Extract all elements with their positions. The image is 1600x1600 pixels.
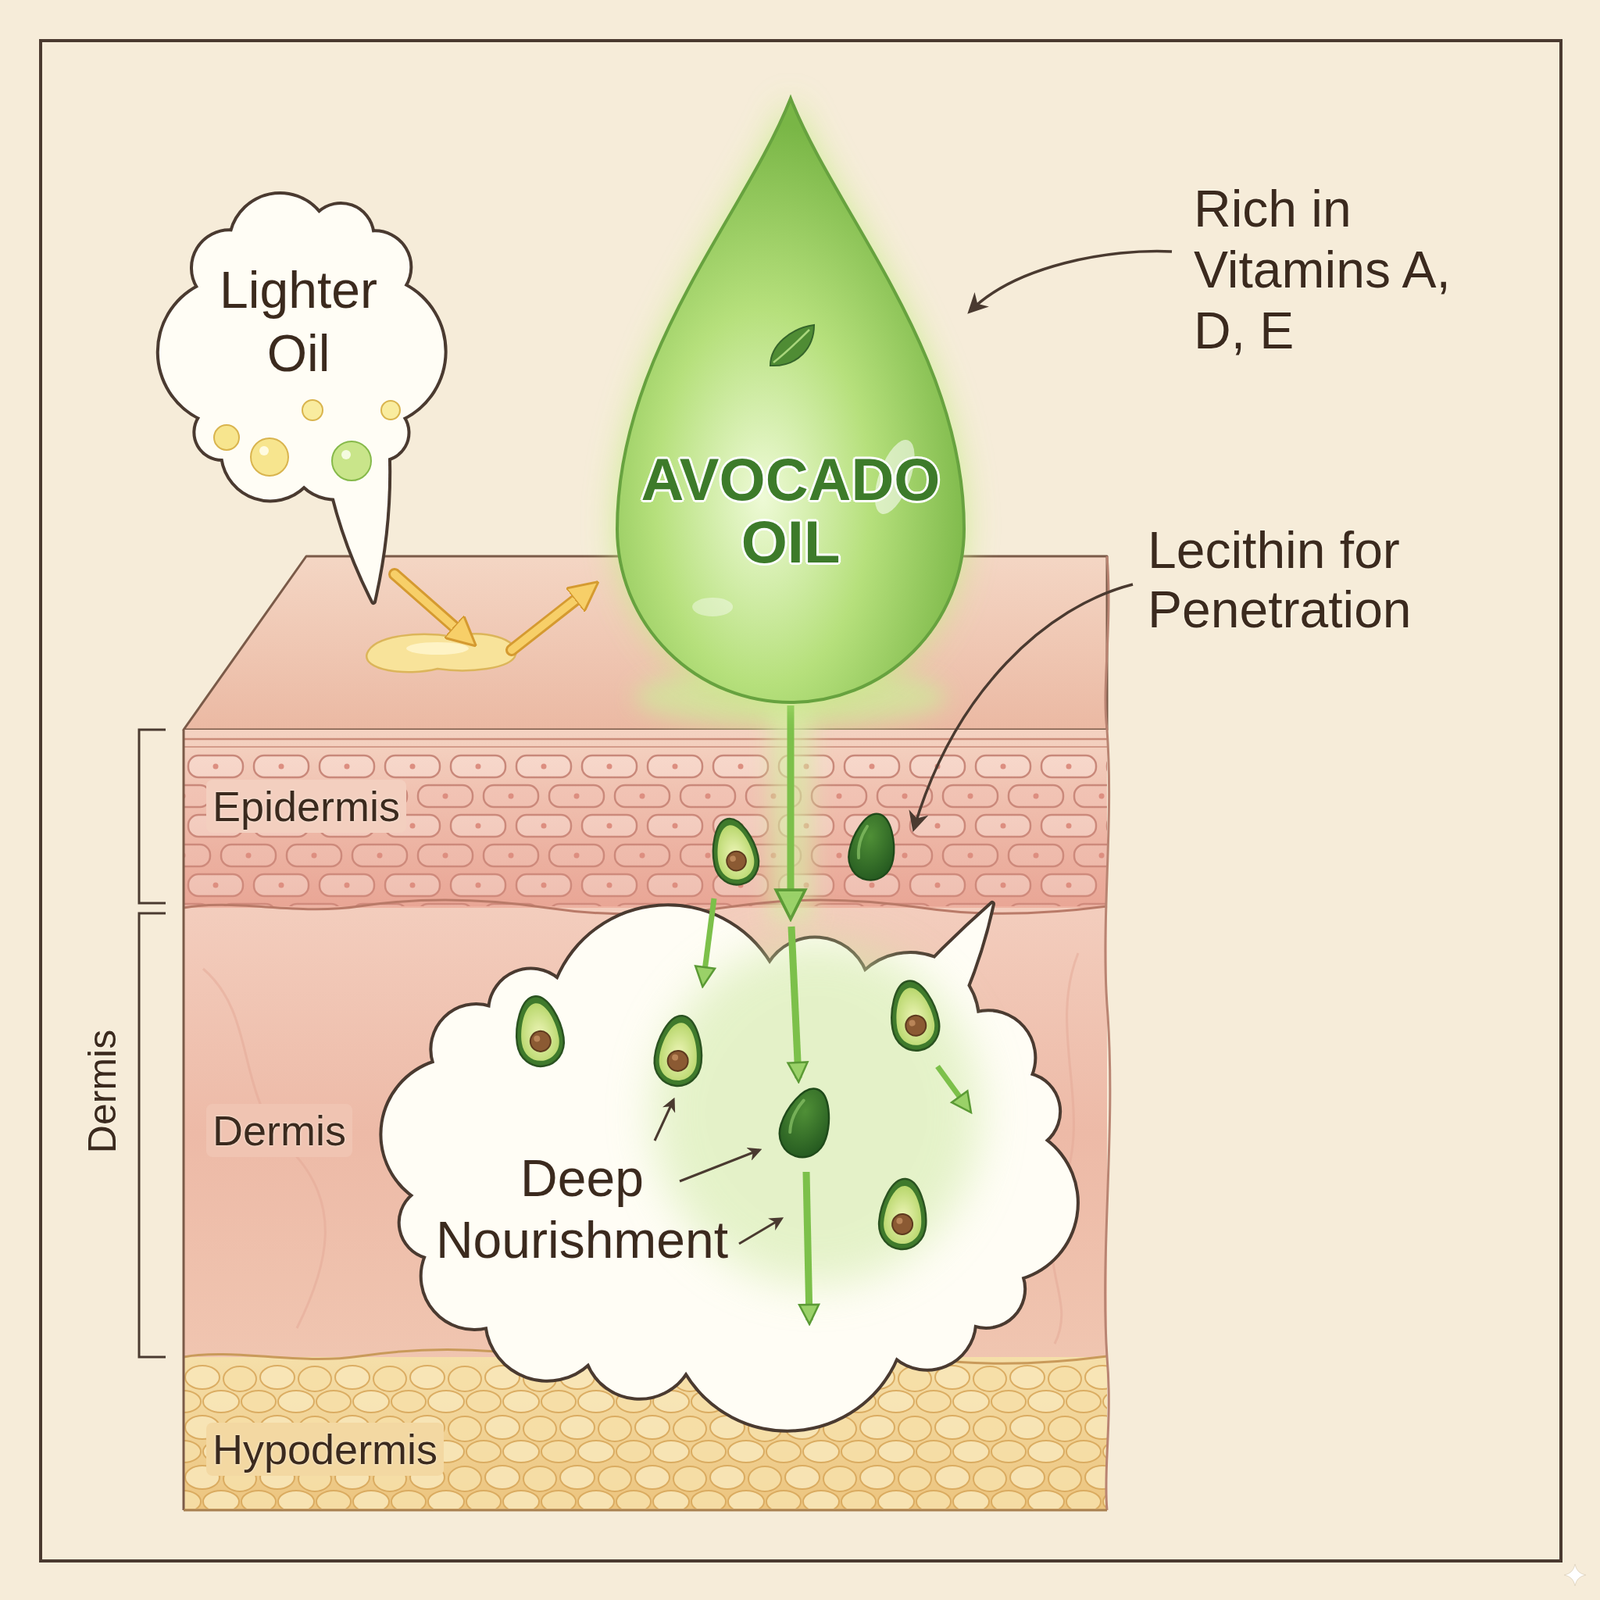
node-label: Lighter Oil <box>200 258 397 386</box>
flow-arrow <box>787 705 795 914</box>
node-label: Epidermis <box>206 779 407 834</box>
droplet-shape <box>601 96 980 704</box>
hypodermis-layer: Hypodermis <box>183 1357 1108 1511</box>
node-label: AVOCADO OIL <box>618 448 963 574</box>
callout-label: Lecithin for Penetration <box>1147 521 1492 640</box>
dermis-layer: DermisDeep Nourishment <box>183 907 1108 1358</box>
thought-cloud: Lighter Oil <box>153 173 450 525</box>
bracket-label: Dermis <box>78 1029 126 1154</box>
node-label: Dermis <box>206 1103 353 1158</box>
node-label: Deep Nourishment <box>417 1147 747 1272</box>
oil-droplet: AVOCADO OIL <box>601 96 980 704</box>
cloud-shape <box>367 917 1092 1418</box>
node-label: Hypodermis <box>206 1422 444 1477</box>
epidermis-layer: Epidermis <box>183 729 1108 908</box>
callout-label: Rich in Vitamins A, D, E <box>1193 178 1475 362</box>
nourishment-cloud: Deep Nourishment <box>367 917 1092 1418</box>
